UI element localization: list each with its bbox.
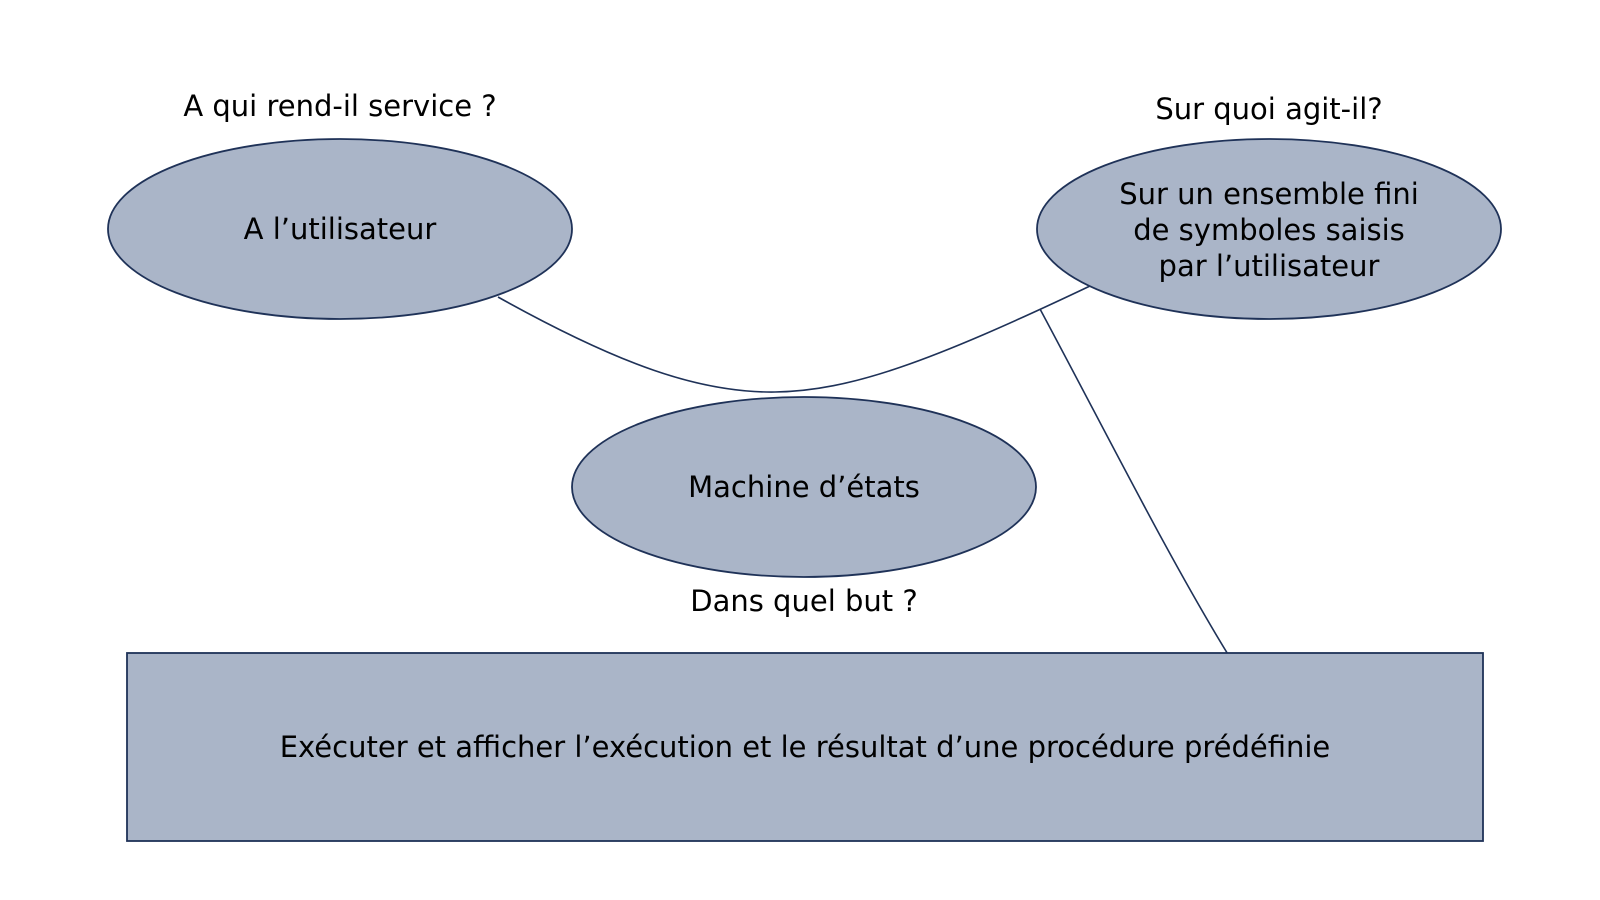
connector-to-goal xyxy=(1039,308,1230,657)
user-ellipse xyxy=(107,138,573,320)
goal-box xyxy=(126,652,1484,842)
user-label: A l’utilisateur xyxy=(243,212,437,246)
question-why: Dans quel but ? xyxy=(690,584,918,618)
symbols-label-line-3: par l’utilisateur xyxy=(1158,249,1380,283)
machine-ellipse xyxy=(571,396,1037,578)
question-what: Sur quoi agit-il? xyxy=(1155,92,1383,126)
machine-label: Machine d’états xyxy=(688,470,920,504)
symbols-label-line-1: Sur un ensemble fini xyxy=(1119,177,1419,211)
symbols-label: Sur un ensemble fini de symboles saisis … xyxy=(1069,174,1469,286)
symbols-label-line-2: de symboles saisis xyxy=(1133,213,1405,247)
goal-label: Exécuter et afficher l’exécution et le r… xyxy=(279,730,1331,764)
question-who: A qui rend-il service ? xyxy=(183,89,497,123)
connector-user-to-symbols xyxy=(497,285,1091,393)
symbols-ellipse xyxy=(1036,138,1502,320)
